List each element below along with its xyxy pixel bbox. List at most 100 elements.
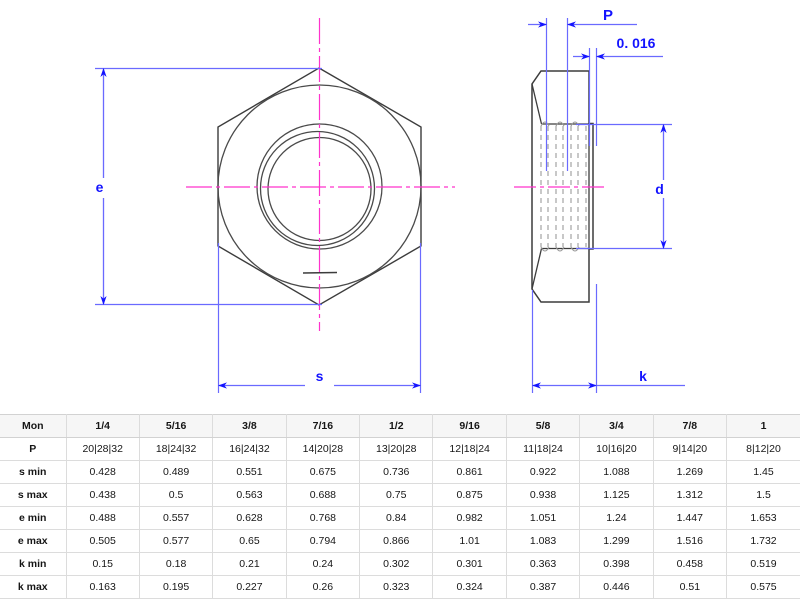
table-cell: 1.312	[652, 483, 728, 507]
table-row: s min 0.428 0.489 0.551 0.675 0.736 0.86…	[0, 460, 800, 484]
table-cell: 0.488	[65, 506, 140, 530]
table-cell: 10|16|20	[579, 437, 654, 461]
table-cell: 0.551	[212, 460, 287, 484]
table-cell: 11|18|24	[505, 437, 581, 461]
table-cell: 0.18	[138, 552, 214, 576]
specification-table-container: Mon 1/4 5/16 3/8 7/16 1/2 9/16 5/8 3/4 7…	[0, 414, 800, 599]
row-label: P	[0, 437, 67, 461]
table-cell: 0.5	[138, 483, 214, 507]
thread-runout-mark	[302, 271, 338, 274]
table-cell: 0.675	[285, 460, 361, 484]
table-header-cell: 5/8	[505, 414, 581, 438]
table-header-cell: Mon	[0, 414, 67, 438]
table-cell: 20|28|32	[65, 437, 140, 461]
table-cell: 0.24	[285, 552, 361, 576]
table-cell: 0.324	[432, 575, 507, 599]
hex-nut-specification-table: Mon 1/4 5/16 3/8 7/16 1/2 9/16 5/8 3/4 7…	[0, 414, 800, 599]
table-cell: 0.227	[212, 575, 287, 599]
table-cell: 0.519	[726, 552, 800, 576]
table-cell: 0.65	[212, 529, 287, 553]
table-cell: 1.732	[726, 529, 800, 553]
table-cell: 0.26	[285, 575, 361, 599]
table-body: P 20|28|32 18|24|32 16|24|32 14|20|28 13…	[0, 437, 800, 599]
table-cell: 0.577	[138, 529, 214, 553]
table-cell: 0.866	[359, 529, 434, 553]
row-label: k min	[0, 552, 67, 576]
table-header-row: Mon 1/4 5/16 3/8 7/16 1/2 9/16 5/8 3/4 7…	[0, 414, 800, 438]
chamfer-edge-top	[531, 83, 543, 125]
table-header-cell: 7/16	[285, 414, 361, 438]
table-cell: 0.557	[138, 506, 214, 530]
table-cell: 1.083	[505, 529, 581, 553]
table-cell: 1.516	[652, 529, 728, 553]
dimension-e-label: e	[96, 179, 104, 195]
table-cell: 0.301	[432, 552, 507, 576]
table-cell: 0.768	[285, 506, 361, 530]
table-cell: 0.446	[579, 575, 654, 599]
table-header-cell: 7/8	[652, 414, 728, 438]
dimension-s: s	[217, 243, 422, 393]
table-header-cell: 1	[726, 414, 800, 438]
table-cell: 0.861	[432, 460, 507, 484]
dimension-chamfer: 0. 016	[573, 35, 663, 146]
table-cell: 0.628	[212, 506, 287, 530]
table-cell: 1.125	[579, 483, 654, 507]
table-row: k max 0.163 0.195 0.227 0.26 0.323 0.324…	[0, 575, 800, 599]
table-header-cell: 3/8	[212, 414, 287, 438]
hex-nut-front-view: e s	[95, 18, 455, 393]
table-cell: 0.323	[359, 575, 434, 599]
dimension-s-label: s	[316, 368, 324, 384]
table-cell: 0.458	[652, 552, 728, 576]
engineering-drawing-canvas: e s	[95, 7, 685, 393]
table-cell: 0.575	[726, 575, 800, 599]
table-cell: 0.489	[138, 460, 214, 484]
table-cell: 1.5	[726, 483, 800, 507]
table-row: e max 0.505 0.577 0.65 0.794 0.866 1.01 …	[0, 529, 800, 553]
table-cell: 0.51	[652, 575, 728, 599]
table-header-cell: 5/16	[138, 414, 214, 438]
row-label: s max	[0, 483, 67, 507]
chamfer-edge-bottom	[531, 248, 543, 290]
table-cell: 0.505	[65, 529, 140, 553]
row-label: k max	[0, 575, 67, 599]
table-cell: 12|18|24	[432, 437, 507, 461]
table-cell: 8|12|20	[726, 437, 800, 461]
dimension-k-label: k	[639, 368, 647, 384]
internal-thread-hidden-lines	[540, 126, 587, 247]
table-header-cell: 9/16	[432, 414, 507, 438]
hex-nut-section-view: P 0. 016 d	[514, 7, 685, 393]
table-header: Mon 1/4 5/16 3/8 7/16 1/2 9/16 5/8 3/4 7…	[0, 414, 800, 438]
table-cell: 0.302	[359, 552, 434, 576]
table-cell: 0.75	[359, 483, 434, 507]
table-row: s max 0.438 0.5 0.563 0.688 0.75 0.875 0…	[0, 483, 800, 507]
table-cell: 0.428	[65, 460, 140, 484]
table-cell: 0.84	[359, 506, 434, 530]
row-label: s min	[0, 460, 67, 484]
dimension-d: d	[576, 123, 672, 250]
dimension-P: P	[528, 7, 637, 171]
table-cell: 1.45	[726, 460, 800, 484]
table-header-cell: 1/4	[65, 414, 140, 438]
table-cell: 16|24|32	[212, 437, 287, 461]
table-header-cell: 3/4	[579, 414, 654, 438]
table-cell: 0.736	[359, 460, 434, 484]
table-cell: 0.688	[285, 483, 361, 507]
table-cell: 0.163	[65, 575, 140, 599]
table-cell: 0.922	[505, 460, 581, 484]
table-cell: 0.15	[65, 552, 140, 576]
dimension-chamfer-label: 0. 016	[617, 35, 656, 51]
table-cell: 0.387	[505, 575, 581, 599]
table-cell: 0.363	[505, 552, 581, 576]
table-cell: 13|20|28	[359, 437, 434, 461]
row-label: e min	[0, 506, 67, 530]
thread-middle-circle	[259, 130, 376, 247]
table-cell: 0.794	[285, 529, 361, 553]
table-cell: 0.398	[579, 552, 654, 576]
row-label: e max	[0, 529, 67, 553]
table-cell: 1.299	[579, 529, 654, 553]
table-cell: 1.051	[505, 506, 581, 530]
table-cell: 0.21	[212, 552, 287, 576]
dimension-P-label: P	[603, 7, 613, 24]
table-cell: 0.438	[65, 483, 140, 507]
table-cell: 0.938	[505, 483, 581, 507]
